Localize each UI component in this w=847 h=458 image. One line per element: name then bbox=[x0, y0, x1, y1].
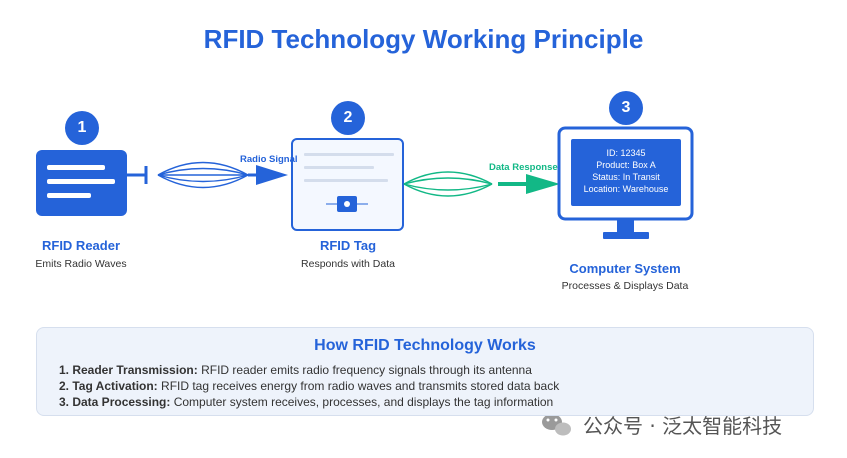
watermark: 公众号 · 泛太智能科技 bbox=[583, 414, 783, 438]
step-heading: 2. Tag Activation: bbox=[59, 379, 158, 393]
info-title: How RFID Technology Works bbox=[314, 337, 536, 354]
badge-1-number: 1 bbox=[77, 119, 87, 136]
step-item: 3. Data Processing: Computer system rece… bbox=[59, 394, 559, 410]
badge-1 bbox=[65, 111, 99, 145]
step-text: RFID tag receives energy from radio wave… bbox=[157, 379, 560, 393]
radio-wave-icon bbox=[157, 161, 249, 189]
computer-system-label: Computer System bbox=[569, 261, 681, 276]
rfid-reader-icon bbox=[36, 150, 148, 216]
info-panel: How RFID Technology Works 1. Reader Tran… bbox=[36, 327, 814, 416]
badge-3-number: 3 bbox=[621, 99, 631, 116]
computer-monitor-icon bbox=[557, 126, 694, 239]
data-response-arrow bbox=[498, 174, 560, 194]
badge-3 bbox=[609, 91, 643, 125]
wechat-icon bbox=[542, 414, 571, 436]
steps-list: 1. Reader Transmission: RFID reader emit… bbox=[59, 362, 559, 410]
badge-2-number: 2 bbox=[343, 109, 353, 126]
step-heading: 3. Data Processing: bbox=[59, 395, 171, 409]
screen-line-location: Location: Warehouse bbox=[583, 184, 669, 194]
step-item: 1. Reader Transmission: RFID reader emit… bbox=[59, 362, 559, 378]
rfid-tag-label: RFID Tag bbox=[319, 238, 377, 253]
step-text: Computer system receives, processes, and… bbox=[170, 395, 554, 409]
step-heading: 1. Reader Transmission: bbox=[59, 363, 198, 377]
computer-system-sub: Processes & Displays Data bbox=[561, 280, 689, 292]
screen-line-status: Status: In Transit bbox=[592, 172, 660, 182]
radio-signal-arrow bbox=[248, 165, 288, 185]
response-wave-icon bbox=[403, 171, 493, 197]
screen-line-product: Product: Box A bbox=[596, 160, 656, 170]
radio-signal-label: Radio Signal bbox=[240, 154, 298, 165]
page-title: RFID Technology Working Principle bbox=[203, 24, 644, 54]
step-item: 2. Tag Activation: RFID tag receives ene… bbox=[59, 378, 559, 394]
step-text: RFID reader emits radio frequency signal… bbox=[197, 363, 532, 377]
rfid-reader-label: RFID Reader bbox=[41, 238, 121, 253]
data-response-label: Data Response bbox=[489, 162, 558, 173]
rfid-reader-sub: Emits Radio Waves bbox=[35, 258, 127, 270]
screen-content: ID: 12345 Product: Box A Status: In Tran… bbox=[571, 147, 681, 195]
rfid-tag-icon bbox=[291, 138, 404, 231]
rfid-tag-sub: Responds with Data bbox=[301, 258, 395, 270]
screen-line-id: ID: 12345 bbox=[606, 148, 646, 158]
badge-2 bbox=[331, 101, 365, 135]
